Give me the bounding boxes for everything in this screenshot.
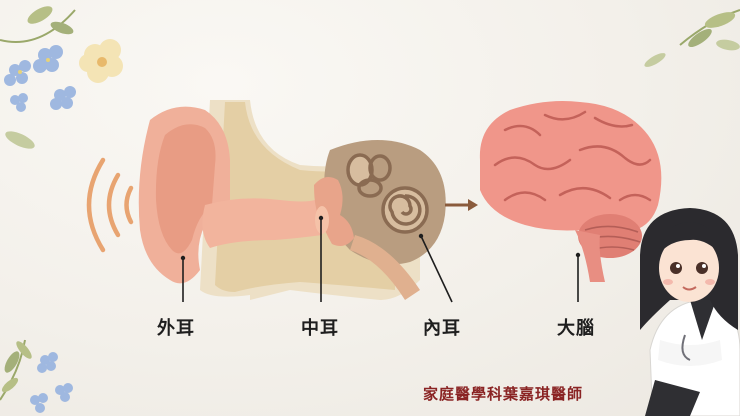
sound-waves [86, 157, 134, 253]
label-brain: 大腦 [557, 318, 595, 339]
ear-cross-section [138, 100, 478, 300]
floral-decoration-bottom-left [0, 339, 73, 413]
author-credit: 家庭醫學科葉嘉琪醫師 [423, 385, 584, 403]
label-inner-ear: 內耳 [423, 318, 461, 339]
floral-decoration-top-left [0, 6, 123, 149]
label-leader-lines [180, 215, 581, 303]
label-middle-ear: 中耳 [301, 318, 339, 339]
doctor-character-illustration [640, 208, 740, 416]
label-outer-ear: 外耳 [157, 318, 195, 339]
arrow-to-brain-icon [468, 199, 478, 211]
leaf-decoration-top-right [644, 9, 740, 67]
brain-illustration [479, 101, 662, 282]
